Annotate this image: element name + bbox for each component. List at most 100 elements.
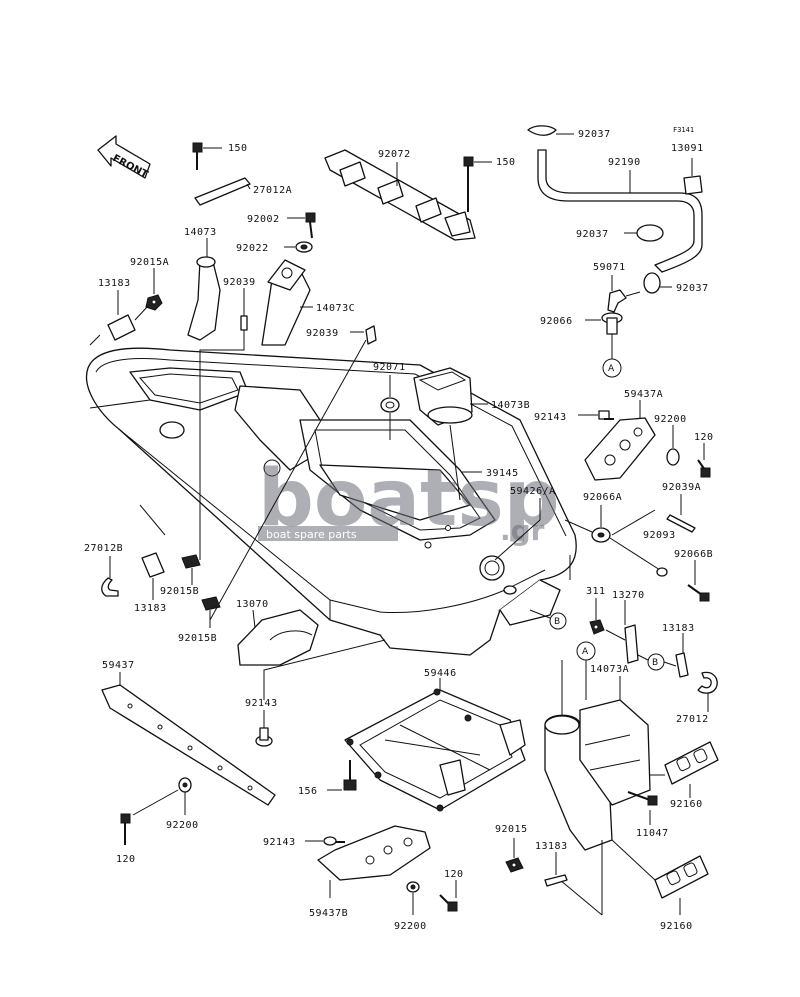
clip-27012 — [697, 671, 718, 694]
label-92071: 92071 — [373, 362, 406, 373]
label-13091: 13091 — [671, 143, 704, 154]
watermark: boatsp .gr boat spare parts — [258, 454, 560, 547]
gasket-92160a — [664, 741, 719, 785]
label-92143b: 92143 — [245, 698, 278, 709]
plate-13183d — [544, 874, 568, 887]
ref-a-lower-label: A — [582, 647, 589, 657]
label-92066b: 92066B — [674, 549, 713, 560]
bolt-150b-icon — [463, 156, 474, 212]
label-13070: 13070 — [236, 599, 269, 610]
label-14073a: 14073A — [590, 664, 629, 675]
label-92066: 92066 — [540, 316, 573, 327]
bolt-156-icon — [343, 760, 357, 791]
fitting-92066a-icon — [591, 527, 611, 543]
label-120a: 120 — [694, 432, 714, 443]
label-13183a: 13183 — [98, 278, 131, 289]
plate-13183c — [675, 652, 689, 678]
washer-92200a — [666, 448, 680, 466]
strip-92072 — [324, 149, 476, 241]
label-27012a: 27012A — [253, 185, 292, 196]
label-14073b: 14073B — [491, 400, 530, 411]
screw-92143a-icon — [598, 410, 614, 420]
ref-a-top — [602, 358, 622, 378]
label-92160a: 92160 — [670, 799, 703, 810]
label-59446: 59446 — [424, 668, 457, 679]
label-92037b: 92037 — [576, 229, 609, 240]
screw-92143c-icon — [323, 836, 345, 846]
clip-27012b — [101, 577, 119, 597]
label-92039b: 92039 — [306, 328, 339, 339]
front-arrow-icon: FRONT — [97, 135, 151, 181]
label-13183c: 13183 — [662, 623, 695, 634]
strap-27012a — [194, 177, 251, 206]
label-92015a: 92015A — [130, 257, 169, 268]
label-13183b: 13183 — [134, 603, 167, 614]
label-92037c: 92037 — [676, 283, 709, 294]
ref-b-hull-label: B — [554, 617, 560, 627]
hose-92190 — [537, 149, 703, 273]
grommet-92071 — [380, 397, 400, 413]
label-27012b: 27012B — [84, 543, 123, 554]
label-39145: 39145 — [486, 468, 519, 479]
bolt-120b-icon — [120, 813, 131, 845]
fitting-92066-icon — [601, 312, 623, 335]
nut-92015a-icon — [145, 294, 163, 311]
nut-92015-icon — [505, 857, 524, 873]
label-59071: 59071 — [593, 262, 626, 273]
cover-59437b — [317, 825, 431, 881]
elbow-59071 — [607, 289, 627, 313]
clamp-92037a — [527, 125, 557, 136]
pin-92039b-icon — [365, 325, 377, 345]
label-92066a: 92066A — [583, 492, 622, 503]
label-92015b1: 92015B — [160, 586, 199, 597]
label-59437: 59437 — [102, 660, 135, 671]
label-92093: 92093 — [643, 530, 676, 541]
nut-311-icon — [589, 619, 605, 635]
label-14073: 14073 — [184, 227, 217, 238]
watermark-suffix: .gr — [500, 514, 545, 547]
tube-14073 — [187, 257, 221, 341]
bolt-120c-icon — [439, 894, 458, 912]
label-92037a: 92037 — [578, 129, 611, 140]
label-92015: 92015 — [495, 824, 528, 835]
label-59437a: 59437A — [624, 389, 663, 400]
label-92022: 92022 — [236, 243, 269, 254]
bolt-150-icon — [192, 142, 203, 170]
label-92002: 92002 — [247, 214, 280, 225]
pin-92039c-icon — [666, 514, 696, 533]
screw-92143b-icon — [255, 727, 273, 747]
bracket-13070 — [237, 609, 319, 666]
label-120b: 120 — [116, 854, 136, 865]
nut-92015b2-icon — [201, 596, 221, 611]
label-120c: 120 — [444, 869, 464, 880]
duct-14073a — [544, 699, 651, 851]
label-92143c: 92143 — [263, 837, 296, 848]
plate-13183a — [107, 314, 136, 341]
plate-59446 — [344, 688, 526, 812]
label-figure-code: F3141 — [673, 126, 694, 134]
label-92160b: 92160 — [660, 921, 693, 932]
bolt-92002-icon — [305, 212, 316, 239]
label-92190: 92190 — [608, 157, 641, 168]
pin-92039-icon — [240, 305, 248, 331]
nut-92015b1-icon — [181, 554, 201, 569]
label-92072: 92072 — [378, 149, 411, 160]
clamp-92037b — [636, 224, 664, 242]
gasket-92160b — [654, 855, 709, 899]
watermark-tagline-bar — [258, 526, 398, 541]
bolt-120a-icon — [697, 459, 711, 478]
label-59437b: 59437B — [309, 908, 348, 919]
label-92143a: 92143 — [534, 412, 567, 423]
cover-59437a — [584, 417, 656, 481]
label-14073c: 14073C — [316, 303, 355, 314]
label-13270: 13270 — [612, 590, 645, 601]
clamp-92037c — [643, 272, 661, 294]
label-156: 156 — [298, 786, 318, 797]
label-311: 311 — [586, 586, 606, 597]
washer-92093 — [656, 567, 668, 577]
label-92039a: 92039 — [223, 277, 256, 288]
watermark-tagline: boat spare parts — [266, 528, 357, 541]
ref-b-right-label: B — [652, 658, 658, 668]
label-59426: 59426/A — [510, 486, 556, 497]
